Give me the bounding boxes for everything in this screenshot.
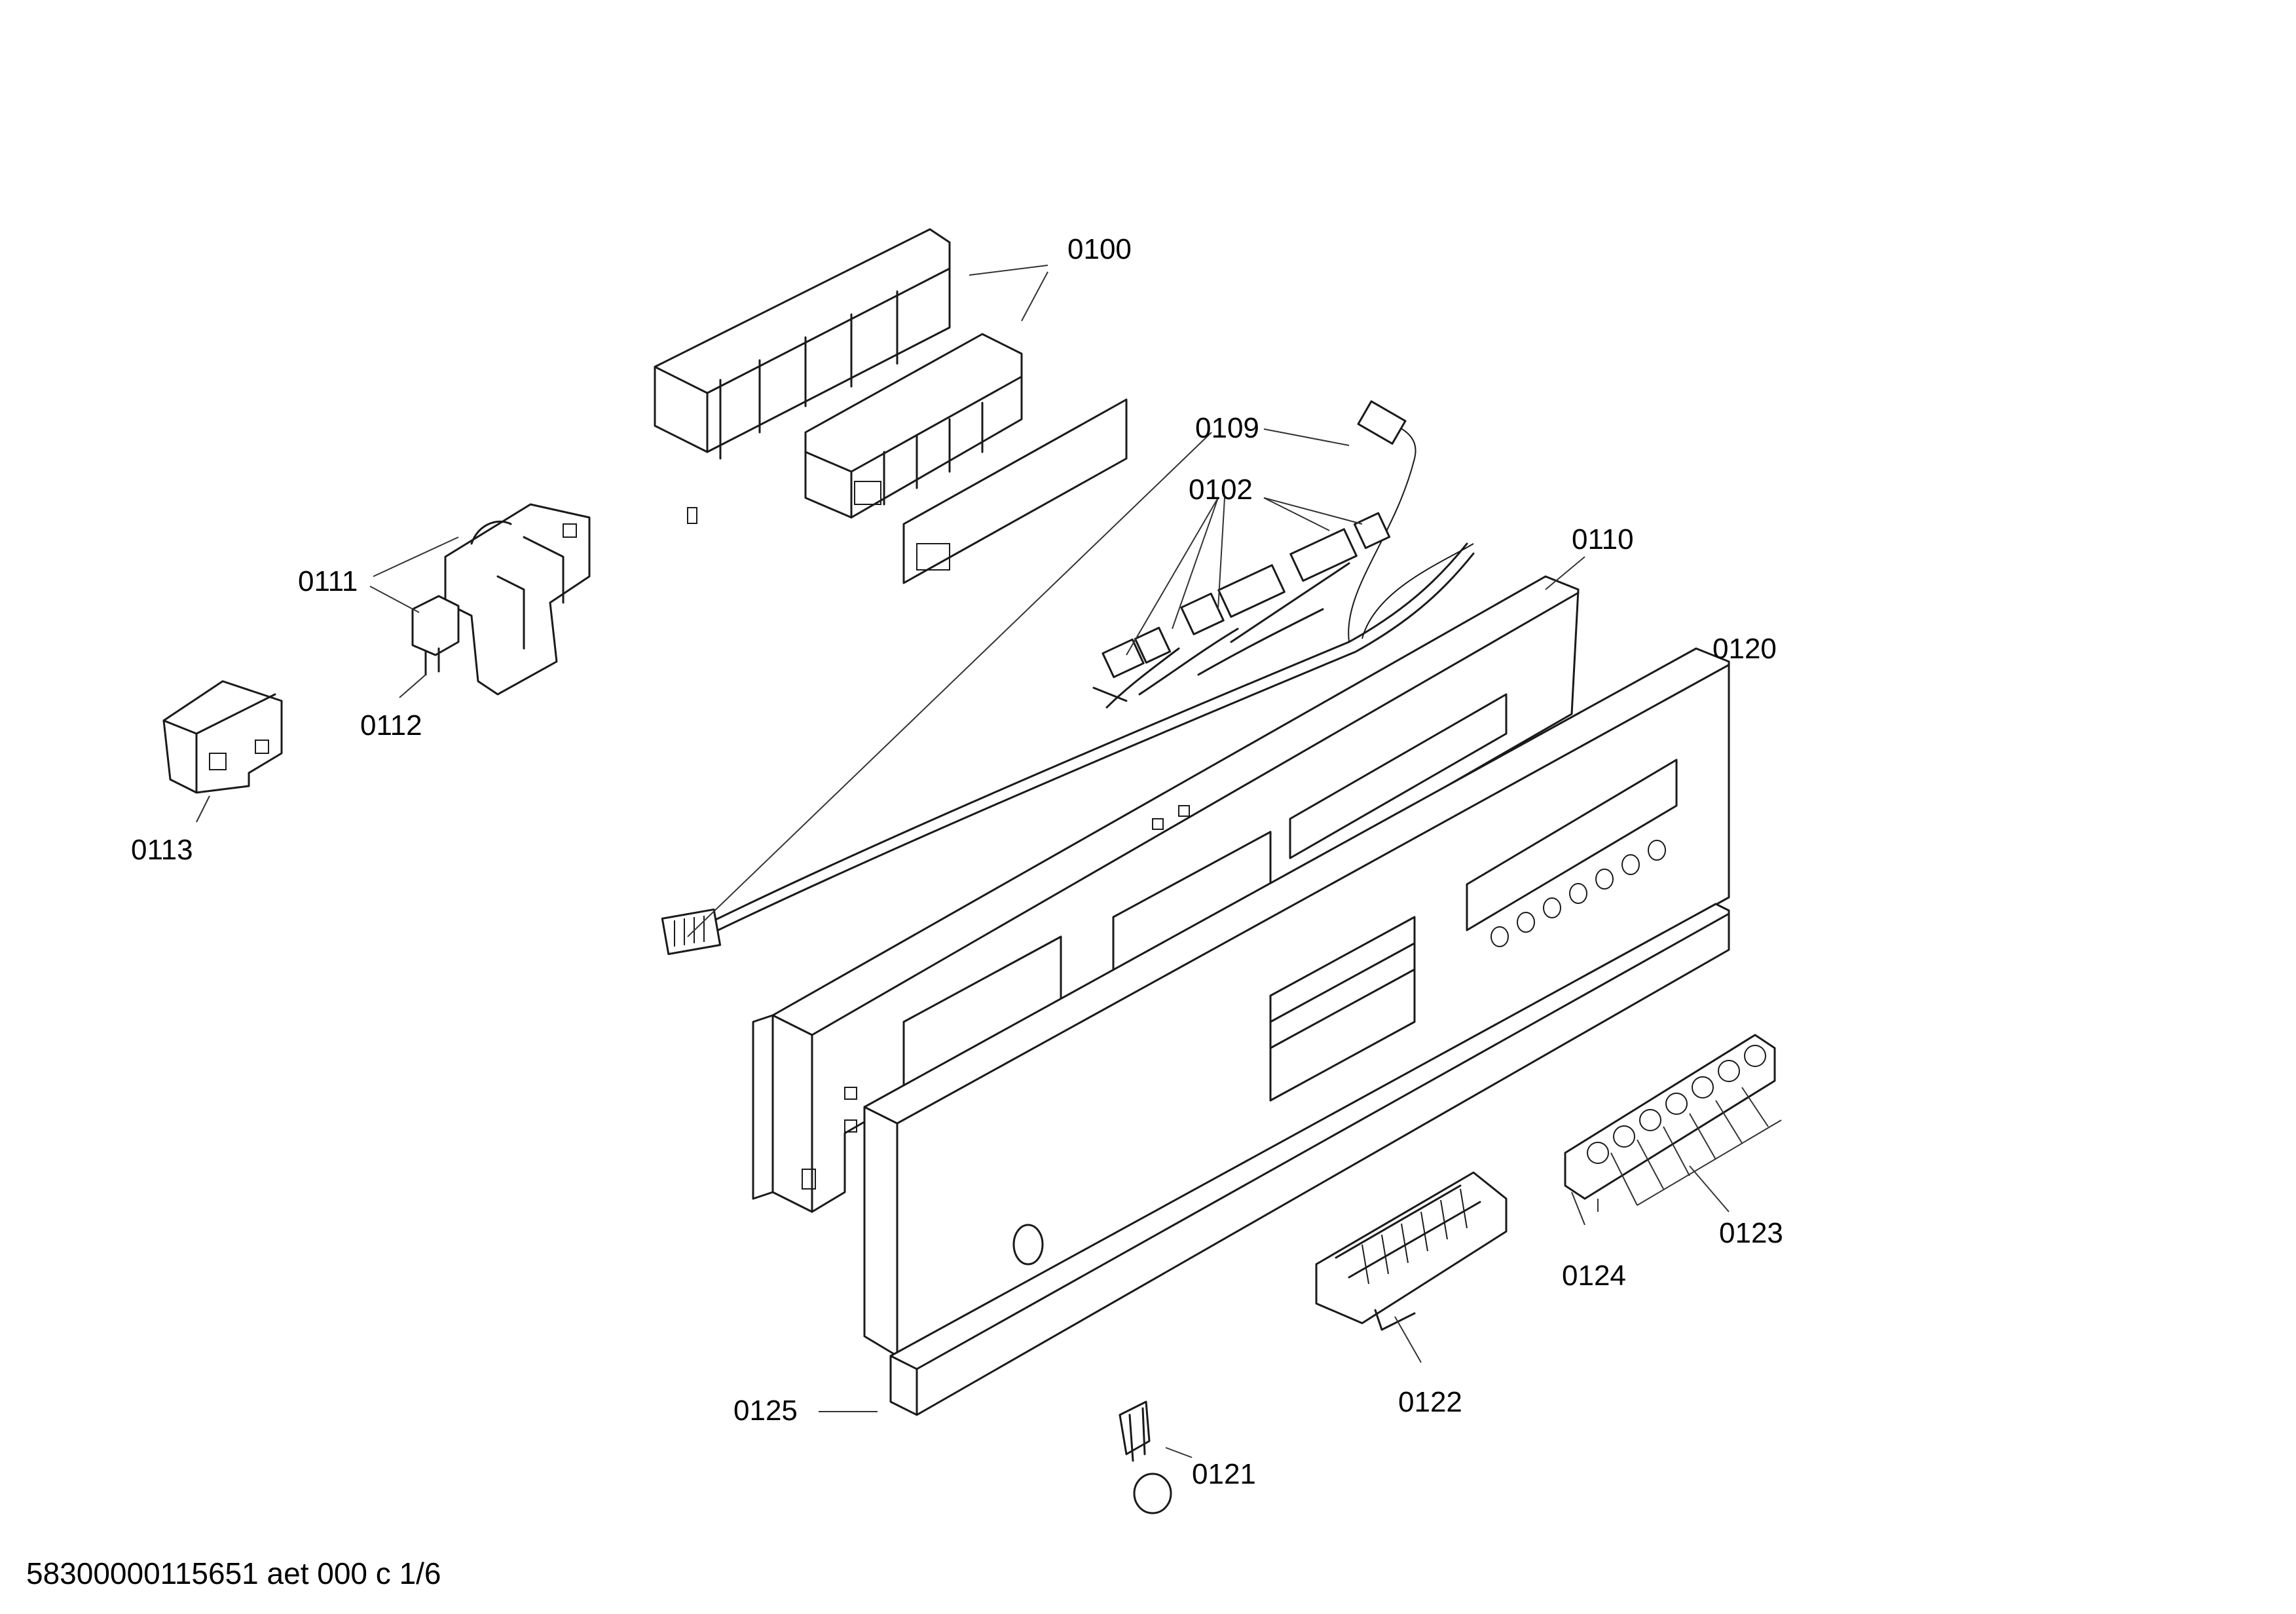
part-0112-relay — [411, 595, 460, 676]
part-0111-switch — [444, 503, 591, 696]
label-0123: 0123 — [1719, 1217, 1783, 1249]
part-0100-control-module — [654, 228, 1128, 584]
label-0120: 0120 — [1713, 633, 1777, 665]
part-0122-handle-assembly — [1315, 1171, 1508, 1331]
part-labels: 0100 0109 0102 0110 0120 0111 0112 0113 … — [131, 233, 1783, 1490]
label-0102: 0102 — [1189, 474, 1253, 506]
part-0123-button-strip — [1564, 1034, 1776, 1200]
part-0109-wiring-harness — [661, 400, 1475, 955]
label-0111: 0111 — [298, 565, 358, 597]
label-0100: 0100 — [1067, 233, 1132, 265]
part-0102-connectors — [1092, 512, 1391, 709]
label-0122: 0122 — [1398, 1386, 1462, 1418]
label-0110: 0110 — [1572, 523, 1634, 555]
label-0112: 0112 — [360, 709, 422, 741]
label-0121: 0121 — [1192, 1458, 1256, 1490]
label-0109: 0109 — [1195, 412, 1259, 444]
label-0125: 0125 — [733, 1395, 798, 1427]
leader-lines — [196, 265, 1782, 1458]
part-0121-latch — [1119, 1400, 1172, 1514]
document-reference: 58300000115651 aet 000 c 1/6 — [26, 1556, 441, 1590]
part-0125-bottom-strip — [889, 903, 1730, 1416]
part-0120-front-panel — [863, 647, 1730, 1357]
label-0124: 0124 — [1562, 1260, 1626, 1292]
label-0113: 0113 — [131, 834, 193, 866]
part-0113-terminal-block — [162, 680, 283, 794]
